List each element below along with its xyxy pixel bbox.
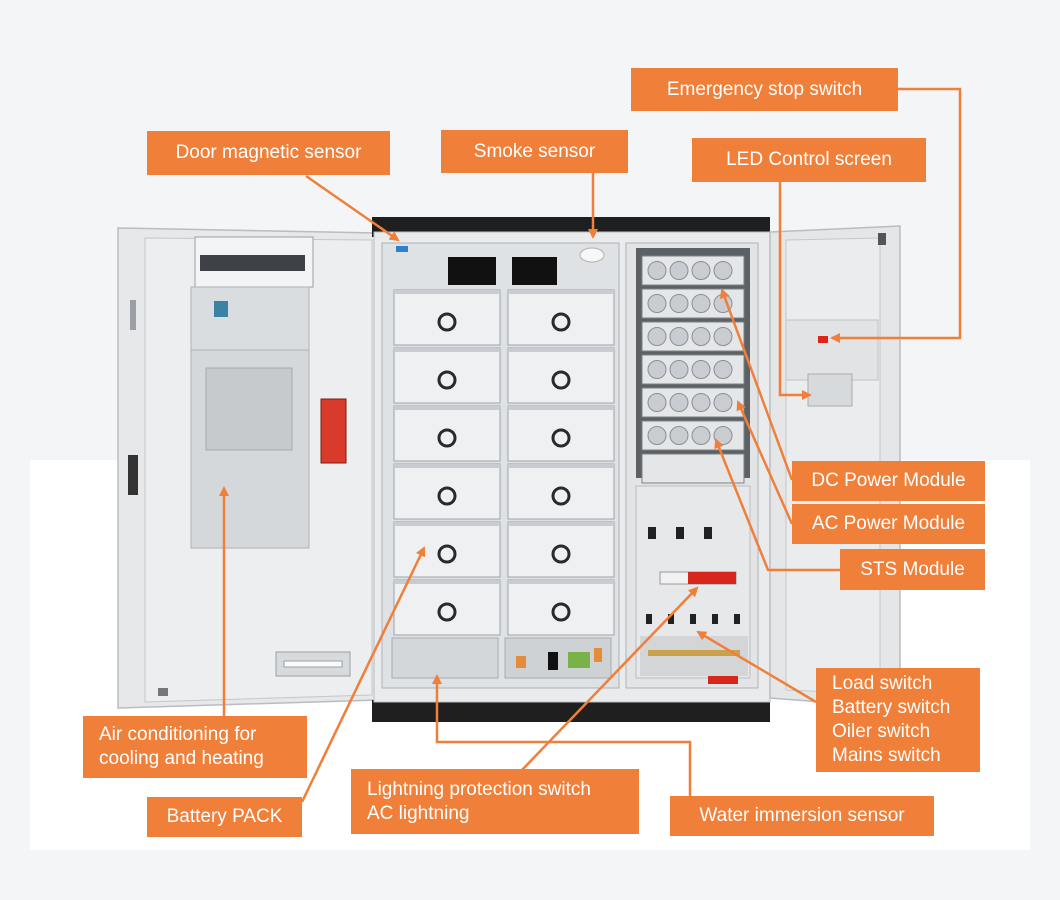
battery-module [393,289,501,346]
callout-lines [219,87,962,803]
power-module [641,420,745,451]
label-smoke-sensor-text: Smoke sensor [473,140,596,162]
power-module [641,354,745,385]
label-ac-power-module: AC Power Module [792,504,985,544]
label-battery-pack-text: Battery PACK [166,806,283,827]
label-door-magnetic-text: Door magnetic sensor [175,142,362,163]
label-battery-switch-text: Battery switch [832,697,951,718]
label-led-control-screen: LED Control screen [692,138,926,182]
label-mains-switch-text: Mains switch [832,745,941,766]
label-emergency-stop-text: Emergency stop switch [666,78,863,100]
line-water-immersion [432,674,692,796]
battery-module [507,289,615,346]
line-load-switch [696,630,817,704]
battery-module [507,347,615,404]
label-load-switches: Load switch Battery switch Oiler switch … [816,668,980,772]
line-door-magnetic [305,174,400,242]
battery-module [507,521,615,578]
power-modules [641,255,745,484]
label-lightning-line1: Lightning protection switch [367,778,591,800]
label-air-conditioning-line1: Air conditioning for [99,724,257,745]
label-air-conditioning: Air conditioning for cooling and heating [83,716,307,778]
power-module [641,321,745,352]
label-air-conditioning-line2: cooling and heating [99,748,264,769]
battery-module [393,405,501,462]
label-led-control-text: LED Control screen [726,149,892,170]
label-oiler-switch-text: Oiler switch [832,721,931,742]
label-smoke-sensor: Smoke sensor [441,130,628,173]
label-lightning-protection: Lightning protection switch AC lightning [351,769,639,834]
battery-module [507,405,615,462]
power-module [641,387,745,418]
label-battery-pack: Battery PACK [147,797,302,837]
label-ac-power-text: AC Power Module [811,513,966,534]
label-sts-module: STS Module [840,549,985,590]
line-lightning [521,586,699,771]
cabinet-body [372,217,771,722]
label-emergency-stop-switch: Emergency stop switch [631,68,898,111]
battery-module [507,463,615,520]
line-ac-power [736,400,794,525]
label-water-immersion-text: Water immersion sensor [699,805,905,826]
line-battery-pack [300,546,426,803]
label-sts-module-text: STS Module [860,558,965,580]
battery-module [393,463,501,520]
battery-module [393,579,501,636]
battery-packs [393,289,615,636]
label-water-immersion-sensor: Water immersion sensor [670,796,934,836]
label-lightning-line2: AC lightning [367,802,470,824]
label-dc-power-module: DC Power Module [792,461,985,501]
label-load-switch-text: Load switch [832,673,933,694]
power-module [641,255,745,286]
battery-module [507,579,615,636]
line-emergency-stop [830,87,962,343]
line-dc-power [720,288,794,481]
battery-module [393,347,501,404]
line-sts [714,438,840,572]
label-door-magnetic-sensor: Door magnetic sensor [147,131,390,175]
label-dc-power-text: DC Power Module [811,470,966,491]
battery-module [393,521,501,578]
left-door [117,227,379,709]
line-led-control [778,182,812,400]
power-module [641,288,745,319]
